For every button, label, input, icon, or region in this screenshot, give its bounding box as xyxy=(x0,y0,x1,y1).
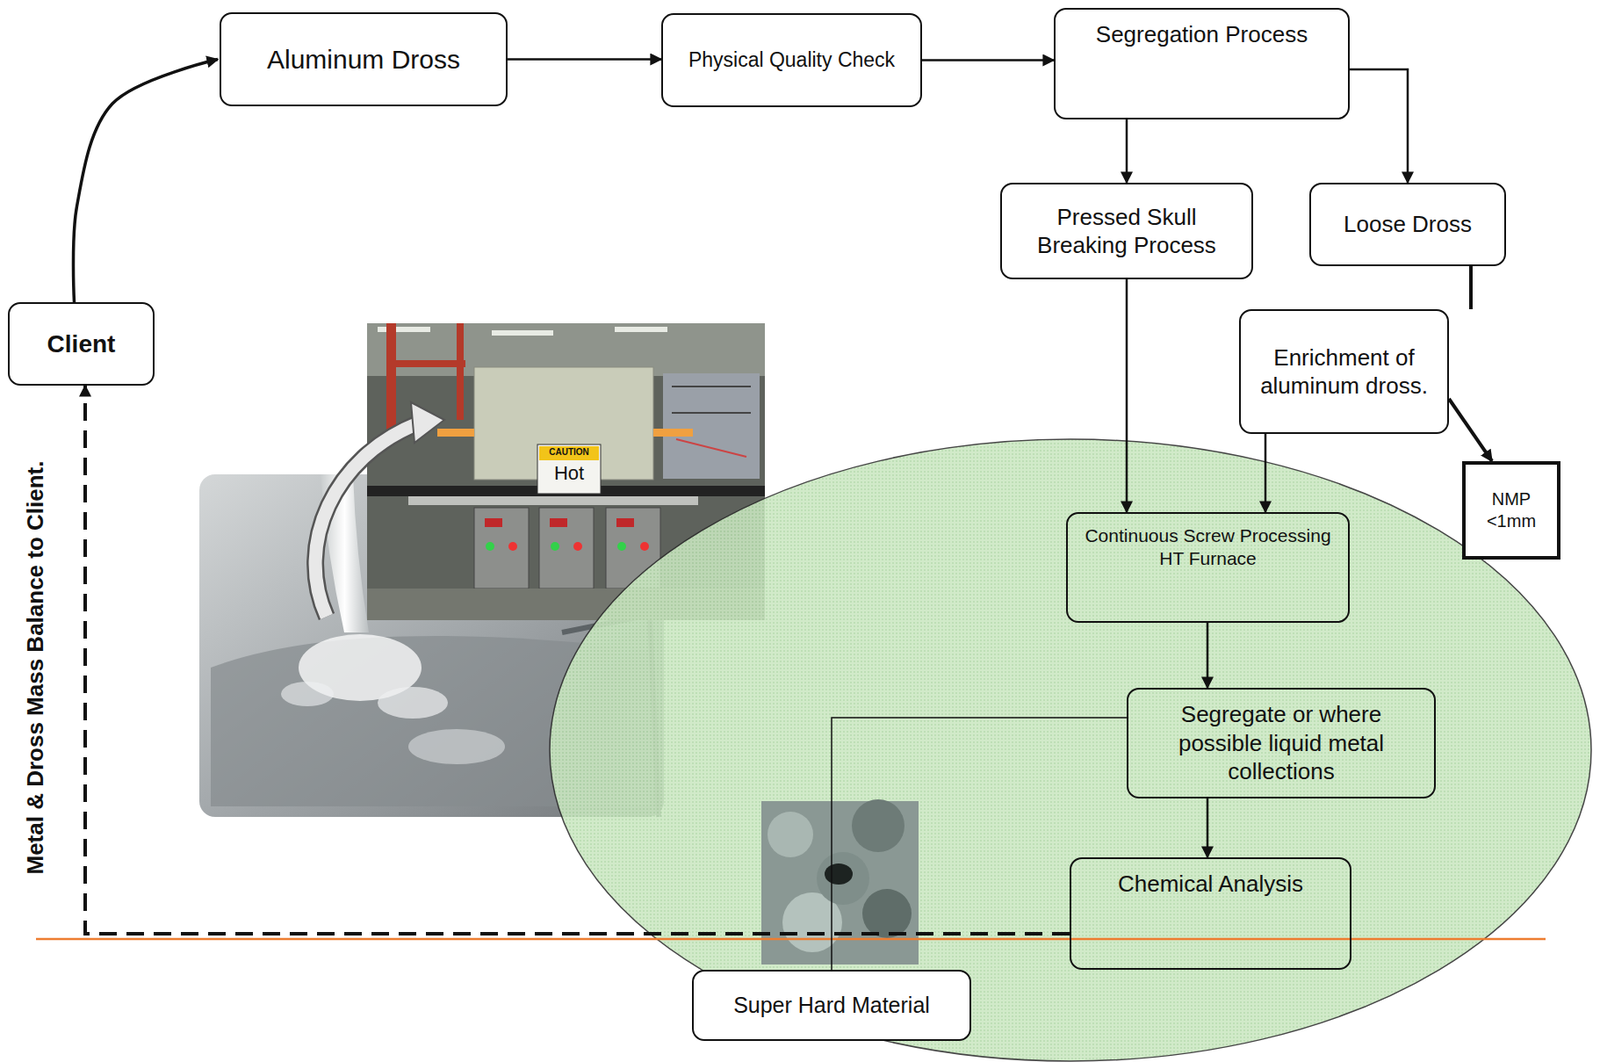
baseline-rule-part xyxy=(36,937,1546,941)
box-text: Aluminum Dross xyxy=(266,43,461,77)
furnace-photo-part xyxy=(663,373,760,479)
process-box: Aluminum Dross xyxy=(219,12,508,107)
furnace-photo-part xyxy=(386,323,397,438)
furnace-photo-part xyxy=(377,326,431,332)
furnace-photo-part xyxy=(474,507,529,589)
curved-arrow xyxy=(315,402,445,617)
furnace-photo-part xyxy=(640,541,649,551)
furnace-photo-part xyxy=(484,518,503,527)
flow-connector xyxy=(1125,279,1129,512)
output-box: Super Hard Material xyxy=(691,969,972,1041)
box-text: Enrichment of aluminum dross. xyxy=(1251,343,1437,401)
material-photo-part xyxy=(824,863,853,885)
process-box: Enrichment of aluminum dross. xyxy=(1239,309,1449,434)
process-box: Pressed Skull Breaking Process xyxy=(1000,182,1254,280)
box-text: Pressed Skull Breaking Process xyxy=(1012,202,1241,260)
material-photo-part xyxy=(767,811,814,858)
furnace-photo-part xyxy=(485,541,495,551)
furnace-photo-part xyxy=(671,385,751,388)
box-text: Segregate or where possible liquid metal… xyxy=(1138,699,1424,786)
furnace-photo-part xyxy=(491,330,554,336)
flow-connector xyxy=(1264,433,1268,512)
box-text: Physical Quality Check xyxy=(688,47,895,73)
output-box: NMP <1mm xyxy=(1462,461,1561,560)
flow-connector xyxy=(85,385,1070,934)
furnace-photo-part xyxy=(573,541,583,551)
flow-connector xyxy=(1206,622,1210,688)
furnace-photo-part xyxy=(539,507,594,589)
box-text: Continuous Screw Processing HT Furnace xyxy=(1078,524,1338,571)
curved-arrow-part xyxy=(410,402,445,443)
box-text: Client xyxy=(47,328,116,360)
flow-connector xyxy=(73,59,218,303)
client-box: Client xyxy=(7,302,155,386)
furnace-photo-part xyxy=(456,323,464,420)
flow-connector xyxy=(1125,119,1129,183)
furnace-photo-part xyxy=(408,496,699,505)
material-photo-part xyxy=(862,888,912,938)
furnace-photo-part xyxy=(671,411,751,414)
pouring-photo-part xyxy=(281,681,334,707)
box-text: Segregation Process xyxy=(1095,20,1308,50)
flow-connector xyxy=(1206,798,1210,858)
box-text: Super Hard Material xyxy=(733,991,930,1019)
material-photo-part xyxy=(816,851,870,905)
flow-connector xyxy=(1469,266,1473,310)
furnace-photo-part xyxy=(614,326,668,332)
curved-arrow-part xyxy=(315,423,419,617)
curved-arrow-part xyxy=(315,423,419,617)
flow-connector xyxy=(1448,398,1492,462)
furnace-photo-part xyxy=(653,428,693,437)
process-box: Physical Quality Check xyxy=(661,13,923,108)
sign-text: Hot xyxy=(537,462,601,484)
process-box: Chemical Analysis xyxy=(1069,857,1352,970)
process-box: Loose Dross xyxy=(1309,182,1507,267)
furnace-photo-part xyxy=(437,428,475,437)
furnace-photo-part xyxy=(549,518,568,527)
process-box: Segregation Process xyxy=(1053,7,1350,120)
flow-connector xyxy=(831,717,1127,970)
sign-text: CAUTION xyxy=(537,446,601,457)
furnace-photo-part xyxy=(550,541,560,551)
flow-connector xyxy=(1349,69,1408,183)
box-text: NMP <1mm xyxy=(1483,488,1540,533)
furnace-photo-part xyxy=(676,439,747,457)
material-photo-part xyxy=(851,799,905,852)
process-box: Continuous Screw Processing HT Furnace xyxy=(1066,511,1350,623)
furnace-photo-part xyxy=(508,541,518,551)
process-region xyxy=(549,439,1592,1061)
box-text: Chemical Analysis xyxy=(1117,869,1304,899)
pouring-photo-part xyxy=(408,728,505,764)
flow-connector xyxy=(507,57,662,61)
connector-label: Metal & Dross Mass Balance to Client. xyxy=(22,460,49,874)
furnace-photo-part xyxy=(386,360,466,368)
pouring-photo-part xyxy=(377,686,448,719)
furnace-photo-part xyxy=(537,444,601,494)
box-text: Loose Dross xyxy=(1343,209,1472,239)
furnace-photo-part xyxy=(616,518,635,527)
process-box: Segregate or where possible liquid metal… xyxy=(1126,687,1436,799)
furnace-photo-part xyxy=(617,541,627,551)
flow-connector xyxy=(922,58,1054,62)
process-region-part xyxy=(549,439,1592,1061)
baseline-rule xyxy=(36,938,1546,940)
